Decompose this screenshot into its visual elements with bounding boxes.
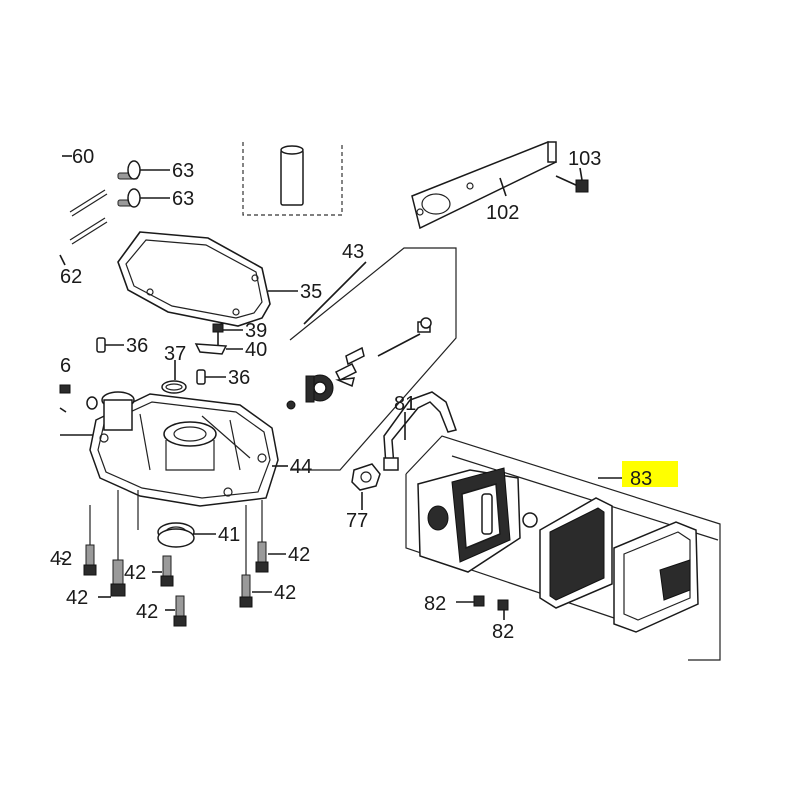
label-63-lower: 63 bbox=[172, 188, 194, 210]
label-36-right: 36 bbox=[228, 367, 250, 389]
label-42-f: 42 bbox=[274, 582, 296, 604]
label-103: 103 bbox=[568, 148, 601, 170]
crankcase-44 bbox=[89, 391, 288, 507]
label-35: 35 bbox=[300, 281, 322, 303]
label-44: 44 bbox=[290, 456, 312, 478]
highlight-83 bbox=[622, 461, 678, 487]
label-62: 62 bbox=[60, 266, 82, 288]
bolt-42-e bbox=[255, 500, 286, 573]
label-60: 60 bbox=[72, 146, 94, 168]
bolt-103 bbox=[555, 167, 589, 193]
nut-82-right bbox=[497, 599, 509, 620]
bolt-63-upper bbox=[117, 160, 170, 180]
label-81: 81 bbox=[394, 393, 416, 415]
governor-43 bbox=[286, 247, 457, 471]
label-42-e: 42 bbox=[288, 544, 310, 566]
label-83: 83 bbox=[630, 468, 652, 490]
label-41: 41 bbox=[218, 524, 240, 546]
label-42-d: 42 bbox=[136, 601, 158, 623]
bolt-39 bbox=[212, 323, 243, 345]
label-63-upper: 63 bbox=[172, 160, 194, 182]
dowel-36-right bbox=[196, 369, 226, 385]
air-filter-assembly-83 bbox=[405, 435, 721, 661]
clip-40 bbox=[194, 343, 243, 355]
label-40: 40 bbox=[245, 339, 267, 361]
nut-82-left bbox=[456, 595, 485, 607]
label-36-left: 36 bbox=[126, 335, 148, 357]
crankshaft-box bbox=[242, 142, 343, 216]
oring-37 bbox=[161, 360, 187, 394]
label-43: 43 bbox=[342, 241, 364, 263]
fragment-left bbox=[59, 384, 98, 436]
label-39: 39 bbox=[245, 320, 267, 342]
bracket-102 bbox=[411, 141, 557, 230]
oil-seal-41 bbox=[157, 522, 216, 548]
gasket-35 bbox=[117, 231, 298, 327]
bolt-42-d bbox=[165, 595, 187, 627]
bolt-42-c bbox=[137, 490, 174, 587]
dowel-36-left bbox=[96, 337, 124, 353]
label-102: 102 bbox=[486, 202, 519, 224]
label-6: 6 bbox=[60, 355, 71, 377]
dowel-pins-62 bbox=[59, 189, 108, 266]
bolt-63-lower bbox=[117, 188, 170, 208]
bolt-42-a bbox=[59, 505, 97, 576]
label-42-a: 42 bbox=[50, 548, 72, 570]
label-77: 77 bbox=[346, 510, 368, 532]
label-82-left: 82 bbox=[424, 593, 446, 615]
bolt-42-b bbox=[98, 490, 126, 598]
label-82-right: 82 bbox=[492, 621, 514, 643]
gasket-77 bbox=[351, 463, 381, 510]
breather-tube-81 bbox=[383, 391, 457, 471]
label-42-b: 42 bbox=[66, 587, 88, 609]
label-42-c: 42 bbox=[124, 562, 146, 584]
bolt-42-f bbox=[239, 505, 272, 608]
label-37: 37 bbox=[164, 343, 186, 365]
